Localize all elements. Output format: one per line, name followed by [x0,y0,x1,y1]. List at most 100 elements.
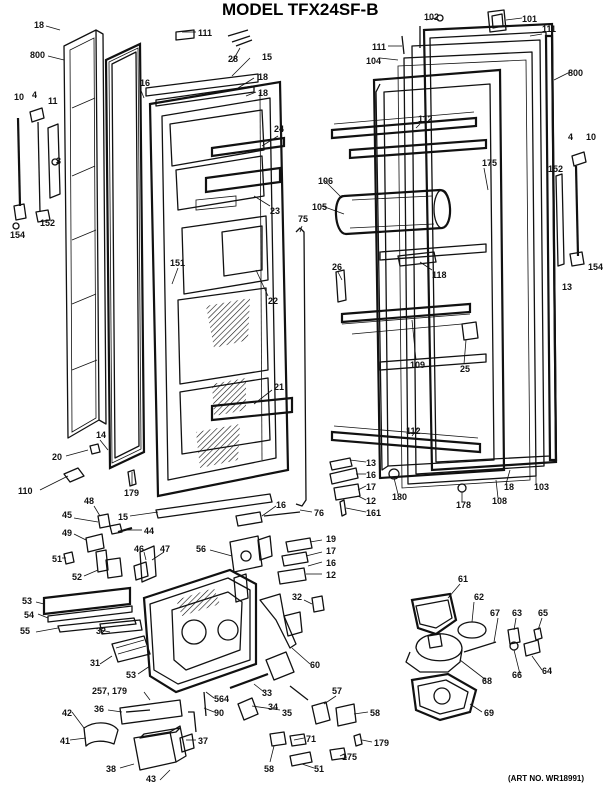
label-179-b: 179 [374,738,389,748]
label-32-a: 32 [96,626,106,636]
label-22: 22 [268,296,278,306]
motor-parts [83,722,195,771]
freezer-outer-door-panel [63,29,107,439]
label-53-a: 53 [22,596,32,606]
label-16-d: 16 [326,558,336,568]
label-19: 19 [326,534,336,544]
label-62: 62 [474,592,484,602]
label-42: 42 [62,708,72,718]
label-151: 151 [170,258,185,268]
label-23: 23 [270,206,280,216]
label-54: 54 [24,610,34,620]
left-hinge-parts [12,107,61,230]
label-12-a: 12 [366,496,376,506]
label-112-a: 112 [418,114,433,124]
label-44: 44 [144,526,154,536]
label-60: 60 [310,660,320,670]
label-51-b: 51 [314,764,324,774]
label-34: 34 [268,702,278,712]
label-58-a: 58 [370,708,380,718]
label-55: 55 [20,626,30,636]
label-15-a: 15 [262,52,272,62]
label-154-b: 154 [588,262,603,272]
dairy-compartment [334,188,452,236]
label-104: 104 [366,56,381,66]
label-48: 48 [84,496,94,506]
label-32-b: 32 [292,592,302,602]
label-179-a: 179 [124,488,139,498]
label-43: 43 [146,774,156,784]
label-111-c: 111 [542,24,556,34]
dispenser-trim [42,586,143,635]
label-18-d: 18 [504,482,514,492]
diagram-title: MODEL TFX24SF-B [222,0,378,19]
label-11: 11 [48,96,58,106]
label-16-c: 16 [366,470,376,480]
label-800-a: 800 [30,50,45,60]
label-66: 66 [512,670,522,680]
label-105: 105 [312,202,327,212]
label-16-a: 16 [140,78,150,88]
label-49: 49 [62,528,72,538]
label-109: 109 [410,360,425,370]
leader-lines [35,17,571,781]
label-68: 68 [482,676,492,686]
label-101: 101 [522,14,537,24]
freezer-door-liner [148,80,290,498]
label-53-b: 53 [126,670,136,680]
label-21: 21 [274,382,284,392]
label-111-b: 111 [372,42,386,52]
label-61: 61 [458,574,468,584]
label-31: 31 [90,658,100,668]
label-45: 45 [62,510,72,520]
label-10-b: 10 [586,132,596,142]
label-10-a: 10 [14,92,24,102]
label-37: 37 [198,736,208,746]
label-152-b: 152 [548,164,563,174]
label-111-a: 111 [198,28,212,38]
label-71: 71 [306,734,316,744]
label-800-b: 800 [568,68,583,78]
label-161: 161 [366,508,381,518]
label-67: 67 [490,608,500,618]
label-24: 24 [274,124,284,134]
fresh-food-outer-door [397,22,558,489]
label-90: 90 [214,708,224,718]
label-108: 108 [492,496,507,506]
label-63: 63 [512,608,522,618]
label-56: 56 [196,544,206,554]
part-labels: 18 800 111 28 15 18 16 18 10 4 11 3 152 … [10,12,603,784]
dispenser-small-parts [63,513,313,585]
label-46: 46 [134,544,144,554]
label-33: 33 [262,688,272,698]
label-110: 110 [18,486,33,496]
label-41: 41 [60,736,70,746]
label-47: 47 [160,544,170,554]
label-180: 180 [392,492,407,502]
fresh-food-door-liner [372,68,506,480]
label-152-a: 152 [40,218,55,228]
label-118: 118 [432,270,447,280]
label-38: 38 [106,764,116,774]
label-12-b: 12 [326,570,336,580]
label-35: 35 [282,708,292,718]
label-64: 64 [542,666,552,676]
dispenser-recess [221,225,263,277]
label-4-a: 4 [32,90,37,100]
accessory-parts [405,592,543,722]
label-178: 178 [456,500,471,510]
label-18-a: 18 [34,20,44,30]
label-17-a: 17 [366,482,376,492]
label-15-b: 15 [118,512,128,522]
switch-parts [269,701,363,767]
fresh-food-door-shelves [330,111,488,454]
right-top-parts [401,9,507,55]
bottom-hinge-parts-right [329,457,467,517]
label-76: 76 [314,508,324,518]
label-13-b: 13 [366,458,376,468]
label-4-b: 4 [568,132,573,142]
label-51-a: 51 [52,554,62,564]
label-257-179: 257, 179 [92,686,127,696]
label-58-b: 58 [264,764,274,774]
